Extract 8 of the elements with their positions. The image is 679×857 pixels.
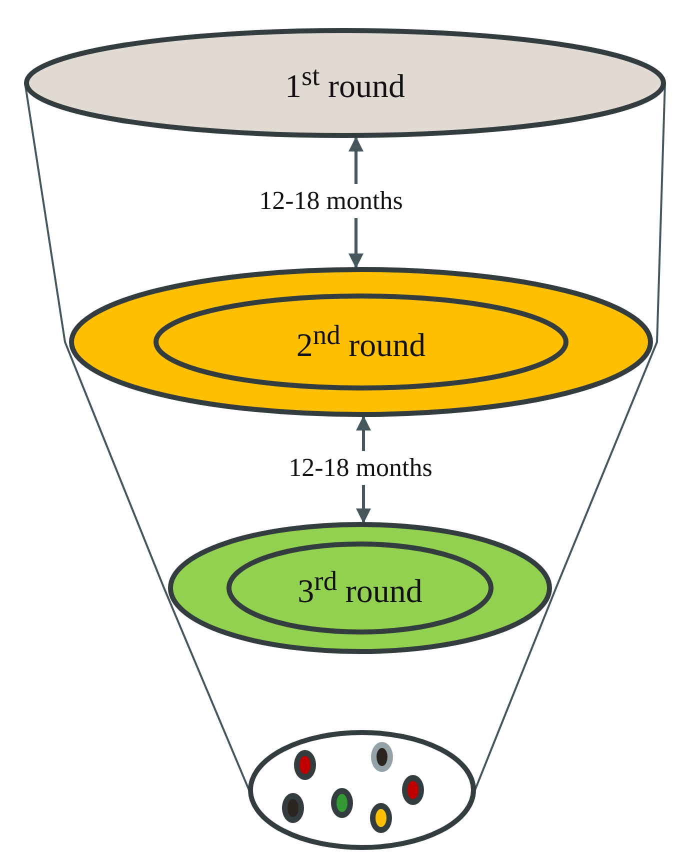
round-ellipse: [168, 522, 552, 654]
round-ellipse: [69, 267, 653, 417]
round-label: 1$^{st}$ round: [284, 60, 406, 106]
funnel-side-line: [474, 82, 666, 790]
round-label: 3$^{rd}$ round: [298, 565, 422, 611]
ellipse-shape: [248, 730, 476, 850]
round-label: 2$^{nd}$ round: [296, 319, 426, 365]
round-ellipse: [24, 28, 666, 138]
